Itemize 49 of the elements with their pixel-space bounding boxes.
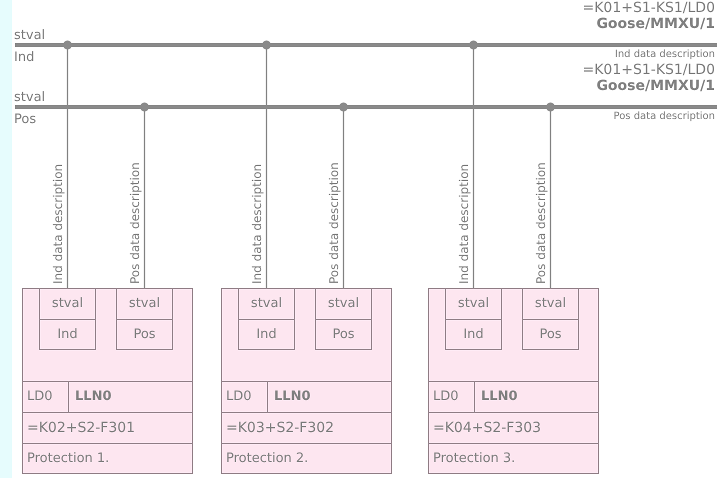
signal-label: stval — [128, 295, 162, 313]
table-cell: =K03+S2-F302 — [222, 412, 391, 443]
signal-label: stval — [534, 295, 568, 313]
bus-label: Pos — [14, 112, 36, 127]
connector-line — [469, 40, 478, 288]
table-cell: LD0 — [222, 381, 268, 412]
bus-description: Ind data description — [614, 49, 715, 60]
signal-box — [39, 288, 96, 350]
signal-box — [116, 288, 173, 350]
signal-label: Pos — [117, 319, 172, 349]
bus-label: stval — [14, 90, 46, 105]
table-cell: LLN0 — [69, 381, 192, 412]
signal-label: Ind — [446, 319, 501, 349]
table-cell: Protection 3. — [429, 443, 598, 474]
signal-box — [238, 288, 295, 350]
bus-description: Pos data description — [614, 111, 715, 122]
table-cell: LLN0 — [268, 381, 391, 412]
table-cell: =K02+S2-F301 — [23, 412, 192, 443]
bus-title: Goose/MMXU/1 — [596, 16, 715, 32]
signal-box — [315, 288, 372, 350]
table-cell: Protection 2. — [222, 443, 391, 474]
bus-label: Ind — [14, 50, 34, 65]
connector-line — [546, 102, 555, 288]
address-label: =K01+S1-KS1/LD0 — [582, 62, 715, 78]
table-cell: LD0 — [429, 381, 475, 412]
signal-label: Pos — [523, 319, 578, 349]
connector-line — [262, 40, 271, 288]
device-box — [22, 288, 193, 474]
table-cell: Protection 1. — [23, 443, 192, 474]
connector-line — [140, 102, 149, 288]
signal-label: Ind — [239, 319, 294, 349]
signal-label: stval — [50, 295, 84, 313]
signal-box — [445, 288, 502, 350]
signal-box — [522, 288, 579, 350]
signal-label: Ind — [40, 319, 95, 349]
bus-title: Goose/MMXU/1 — [596, 78, 715, 94]
device-box — [221, 288, 392, 474]
table-cell: LD0 — [23, 381, 69, 412]
signal-label: stval — [456, 295, 490, 313]
table-cell: =K04+S2-F303 — [429, 412, 598, 443]
bus-label: stval — [14, 28, 46, 43]
signal-label: stval — [250, 295, 284, 313]
device-box — [428, 288, 599, 474]
signal-label: Pos — [316, 319, 371, 349]
connector-line — [339, 102, 348, 288]
address-label: =K01+S1-KS1/LD0 — [582, 0, 715, 16]
connector-line — [63, 40, 72, 288]
signal-label: stval — [326, 295, 360, 313]
table-cell: LLN0 — [475, 381, 598, 412]
